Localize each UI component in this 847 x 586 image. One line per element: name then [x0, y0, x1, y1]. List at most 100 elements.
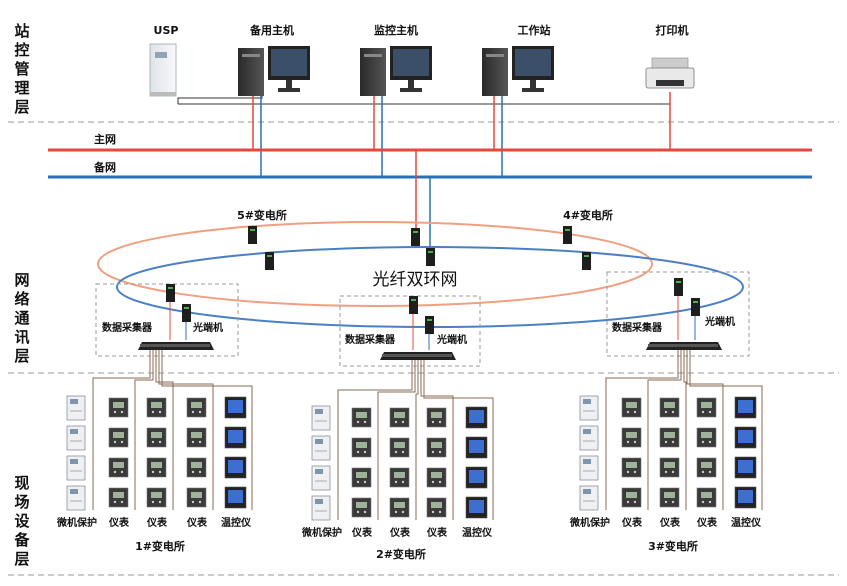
- meter-icon: [351, 407, 372, 428]
- meter-icon: [426, 497, 447, 518]
- group-3-column-labels: 微机保护 仪表 仪表 仪表 温控仪: [569, 516, 762, 529]
- temperature-controller-icon: [734, 426, 757, 449]
- svg-text:仪表: 仪表: [389, 526, 411, 539]
- protection-relay-icon: [66, 395, 86, 421]
- meter-icon: [146, 457, 167, 478]
- svg-text:管: 管: [14, 60, 29, 78]
- optical-transceiver-icon: [674, 278, 683, 296]
- meter-icon: [108, 457, 129, 478]
- station-layer-label: 站 控 管 理 层: [14, 22, 29, 116]
- optical-transceiver-icon: [563, 226, 572, 244]
- protection-relay-icon: [66, 455, 86, 481]
- field-group-1: [66, 350, 253, 511]
- svg-text:微机保护: 微机保护: [56, 516, 97, 529]
- meter-icon: [186, 397, 207, 418]
- meter-icon: [389, 437, 410, 458]
- meter-icon: [146, 487, 167, 508]
- svg-text:站: 站: [14, 22, 29, 40]
- meter-icon: [621, 457, 642, 478]
- meter-icon: [696, 427, 717, 448]
- meter-icon: [351, 437, 372, 458]
- group-3-collector-label: 数据采集器: [612, 321, 663, 334]
- protection-relay-icon: [579, 425, 599, 451]
- field-wire: [647, 350, 682, 510]
- group-3-optical-label: 光端机: [704, 315, 735, 328]
- svg-text:通: 通: [14, 309, 29, 327]
- field-wire: [155, 350, 174, 510]
- protection-relay-icon: [311, 465, 331, 491]
- svg-text:讯: 讯: [14, 328, 29, 346]
- protection-relay-icon: [311, 435, 331, 461]
- field-wire: [161, 350, 253, 510]
- protection-relay-icon: [311, 495, 331, 521]
- svg-text:设: 设: [14, 512, 29, 530]
- substation-5-label: 5#变电所: [237, 208, 287, 222]
- temperature-controller-icon: [224, 486, 247, 509]
- field-wire: [377, 360, 416, 520]
- svg-text:微机保护: 微机保护: [301, 526, 342, 539]
- svg-text:仪表: 仪表: [621, 516, 643, 529]
- backup-host-computer-icon: [238, 46, 310, 96]
- meter-icon: [696, 397, 717, 418]
- meter-icon: [186, 487, 207, 508]
- temperature-controller-icon: [465, 436, 488, 459]
- field-wire: [337, 360, 413, 520]
- svg-text:仪表: 仪表: [659, 516, 681, 529]
- svg-text:仪表: 仪表: [351, 526, 373, 539]
- temperature-controller-icon: [734, 486, 757, 509]
- field-wire: [134, 350, 154, 510]
- group-3-name: 3#变电所: [648, 539, 698, 553]
- network-layer-label: 网 络 通 讯 层: [14, 271, 29, 365]
- group-1-name: 1#变电所: [135, 539, 185, 553]
- optical-transceiver-icon: [426, 248, 435, 266]
- temperature-controller-icon: [465, 496, 488, 519]
- ups-label: USP: [154, 24, 179, 37]
- meter-icon: [426, 407, 447, 428]
- fiber-ring-outer: [97, 221, 653, 307]
- field-wire: [92, 350, 151, 510]
- optical-transceiver-icon: [582, 252, 591, 270]
- svg-text:微机保护: 微机保护: [569, 516, 610, 529]
- group-2-optical-label: 光端机: [436, 333, 467, 346]
- svg-text:络: 络: [14, 290, 29, 308]
- field-wire: [423, 360, 494, 520]
- optical-transceiver-icon: [691, 298, 700, 316]
- meter-icon: [389, 497, 410, 518]
- svg-text:仪表: 仪表: [146, 516, 168, 529]
- meter-icon: [108, 397, 129, 418]
- group-2-name: 2#变电所: [376, 547, 426, 561]
- temperature-controller-icon: [465, 466, 488, 489]
- field-wire: [415, 360, 419, 520]
- svg-text:温控仪: 温控仪: [462, 526, 493, 539]
- meter-icon: [146, 427, 167, 448]
- ups-icon: [149, 43, 177, 97]
- meter-icon: [696, 457, 717, 478]
- optical-transceiver-icon: [425, 316, 434, 334]
- protection-relay-icon: [579, 395, 599, 421]
- svg-text:现: 现: [14, 474, 29, 492]
- svg-text:理: 理: [14, 79, 29, 97]
- meter-icon: [659, 457, 680, 478]
- optical-transceiver-icon: [409, 296, 418, 314]
- svg-text:层: 层: [14, 347, 29, 365]
- optical-transceiver-icon: [248, 226, 257, 244]
- meter-icon: [621, 427, 642, 448]
- workstation-computer-icon: [482, 46, 554, 96]
- meter-icon: [426, 467, 447, 488]
- field-wire: [158, 350, 214, 510]
- svg-text:温控仪: 温控仪: [221, 516, 252, 529]
- svg-text:层: 层: [14, 98, 29, 116]
- backup-network-label: 备网: [93, 160, 116, 174]
- svg-text:温控仪: 温控仪: [731, 516, 762, 529]
- data-collector-icon: [646, 342, 722, 350]
- protection-relay-icon: [579, 485, 599, 511]
- meter-icon: [186, 427, 207, 448]
- group-2-collector-label: 数据采集器: [345, 333, 396, 346]
- fiber-ring-label: 光纤双环网: [373, 270, 458, 290]
- printer-icon: [645, 57, 695, 89]
- field-wire: [683, 350, 687, 510]
- protection-relay-icon: [66, 425, 86, 451]
- optical-transceiver-icon: [182, 304, 191, 322]
- field-wire: [420, 360, 454, 520]
- temperature-controller-icon: [224, 396, 247, 419]
